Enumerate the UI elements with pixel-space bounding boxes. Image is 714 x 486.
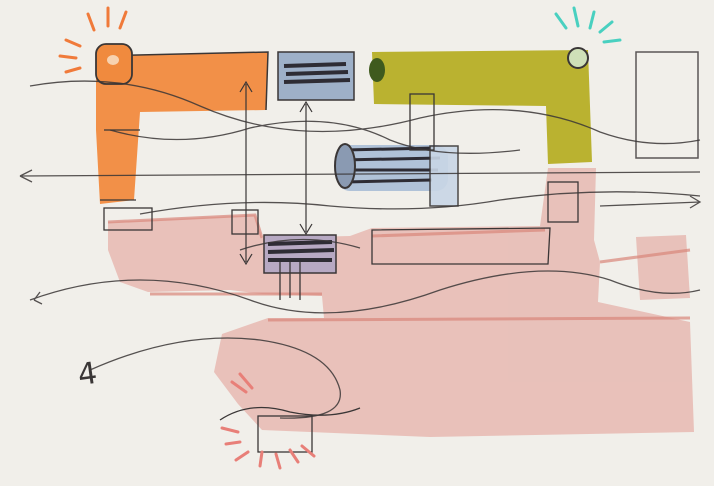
blue-grey-box-top — [278, 52, 354, 100]
handwritten-mark: 4 — [76, 359, 99, 391]
